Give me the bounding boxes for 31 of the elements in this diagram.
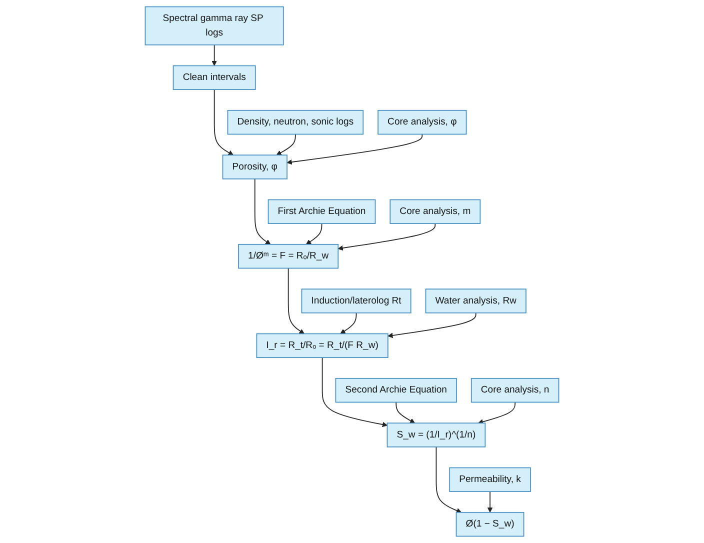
arrow: [436, 446, 462, 514]
node-box: Density, neutron, sonic logs: [227, 110, 364, 135]
node-box: Clean intervals: [172, 65, 256, 90]
arrow: [322, 357, 388, 428]
arrow: [254, 178, 271, 245]
node-box: Spectral gamma ray SP logs: [144, 6, 284, 46]
arrow: [306, 223, 322, 245]
arrow: [338, 223, 436, 251]
node-box: Water analysis, Rw: [425, 288, 526, 314]
arrow: [478, 402, 516, 424]
node-box: S_w = (1/I_r)^(1/n): [386, 422, 486, 448]
arrow: [487, 491, 493, 513]
node-box: Core analysis, n: [470, 378, 560, 403]
node-box: Core analysis, φ: [378, 110, 467, 135]
arrow: [288, 268, 304, 334]
arrow: [286, 134, 423, 165]
node-box: 1/Øᵐ = F = Rₒ/R_w: [238, 244, 339, 269]
arrow: [214, 89, 234, 156]
arrow: [396, 402, 416, 424]
node-box: Induction/laterolog Rt: [301, 288, 412, 314]
node-box: Permeability, k: [449, 467, 531, 492]
node-box: First Archie Equation: [268, 199, 376, 224]
node-box: Ø(1 − S_w): [456, 512, 524, 537]
node-box: I_r = R_t/Rₒ = R_t/(F R_w): [256, 333, 388, 358]
arrow: [388, 312, 476, 338]
node-box: Second Archie Equation: [335, 378, 457, 403]
arrow: [212, 44, 217, 66]
arrow: [340, 312, 357, 334]
node-box: Core analysis, m: [390, 199, 481, 224]
node-box: Porosity, φ: [222, 154, 288, 180]
arrow: [276, 134, 296, 156]
